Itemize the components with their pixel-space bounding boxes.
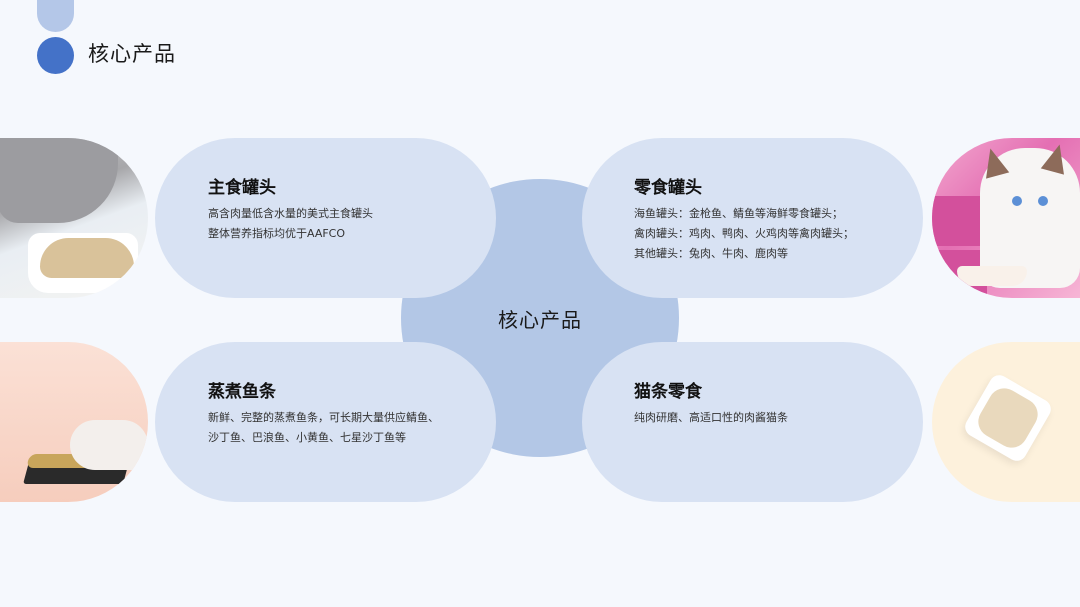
card-main-canned-food: 主食罐头 高含肉量低含水量的美式主食罐头 整体营养指标均优于AAFCO xyxy=(155,138,496,298)
card-line: 高含肉量低含水量的美式主食罐头 xyxy=(208,207,373,220)
cat-eye-shape xyxy=(1038,196,1048,206)
center-label: 核心产品 xyxy=(498,307,582,332)
card-steamed-fish-strips: 蒸煮鱼条 新鲜、完整的蒸煮鱼条，可长期大量供应鲭鱼、 沙丁鱼、巴浪鱼、小黄鱼、七… xyxy=(155,342,496,502)
box-shape xyxy=(932,196,987,246)
card-title: 零食罐头 xyxy=(634,178,702,198)
card-line: 其他罐头：兔肉、牛肉、鹿肉等 xyxy=(634,247,788,260)
cat-eye-shape xyxy=(1012,196,1022,206)
decorative-dot xyxy=(37,37,74,74)
food-shape xyxy=(40,238,134,278)
bowl-shape xyxy=(957,266,1027,286)
photo-grey-cat-bowl xyxy=(0,138,148,298)
card-title: 主食罐头 xyxy=(208,178,276,198)
cat-shape xyxy=(0,138,118,223)
card-cat-strip-snack: 猫条零食 纯肉研磨、高适口性的肉酱猫条 xyxy=(582,342,923,502)
card-title: 猫条零食 xyxy=(634,382,702,402)
card-snack-canned-food: 零食罐头 海鱼罐头：金枪鱼、鲭鱼等海鲜零食罐头； 禽肉罐头：鸡肉、鸭肉、火鸡肉等… xyxy=(582,138,923,298)
card-line: 沙丁鱼、巴浪鱼、小黄鱼、七星沙丁鱼等 xyxy=(208,431,406,444)
photo-cat-fish-strips xyxy=(0,342,148,502)
page-title: 核心产品 xyxy=(88,42,176,66)
decorative-bar xyxy=(37,0,74,32)
card-line: 纯肉研磨、高适口性的肉酱猫条 xyxy=(634,411,788,424)
photo-ragdoll-cat xyxy=(932,138,1080,298)
card-line: 禽肉罐头：鸡肉、鸭肉、火鸡肉等禽肉罐头； xyxy=(634,227,854,240)
card-line: 新鲜、完整的蒸煮鱼条，可长期大量供应鲭鱼、 xyxy=(208,411,439,424)
card-line: 整体营养指标均优于AAFCO xyxy=(208,227,346,240)
photo-meat-paste-dish xyxy=(932,342,1080,502)
cat-shape xyxy=(980,148,1080,288)
cat-shape xyxy=(70,420,148,470)
card-line: 海鱼罐头：金枪鱼、鲭鱼等海鲜零食罐头； xyxy=(634,207,843,220)
card-title: 蒸煮鱼条 xyxy=(208,382,276,402)
